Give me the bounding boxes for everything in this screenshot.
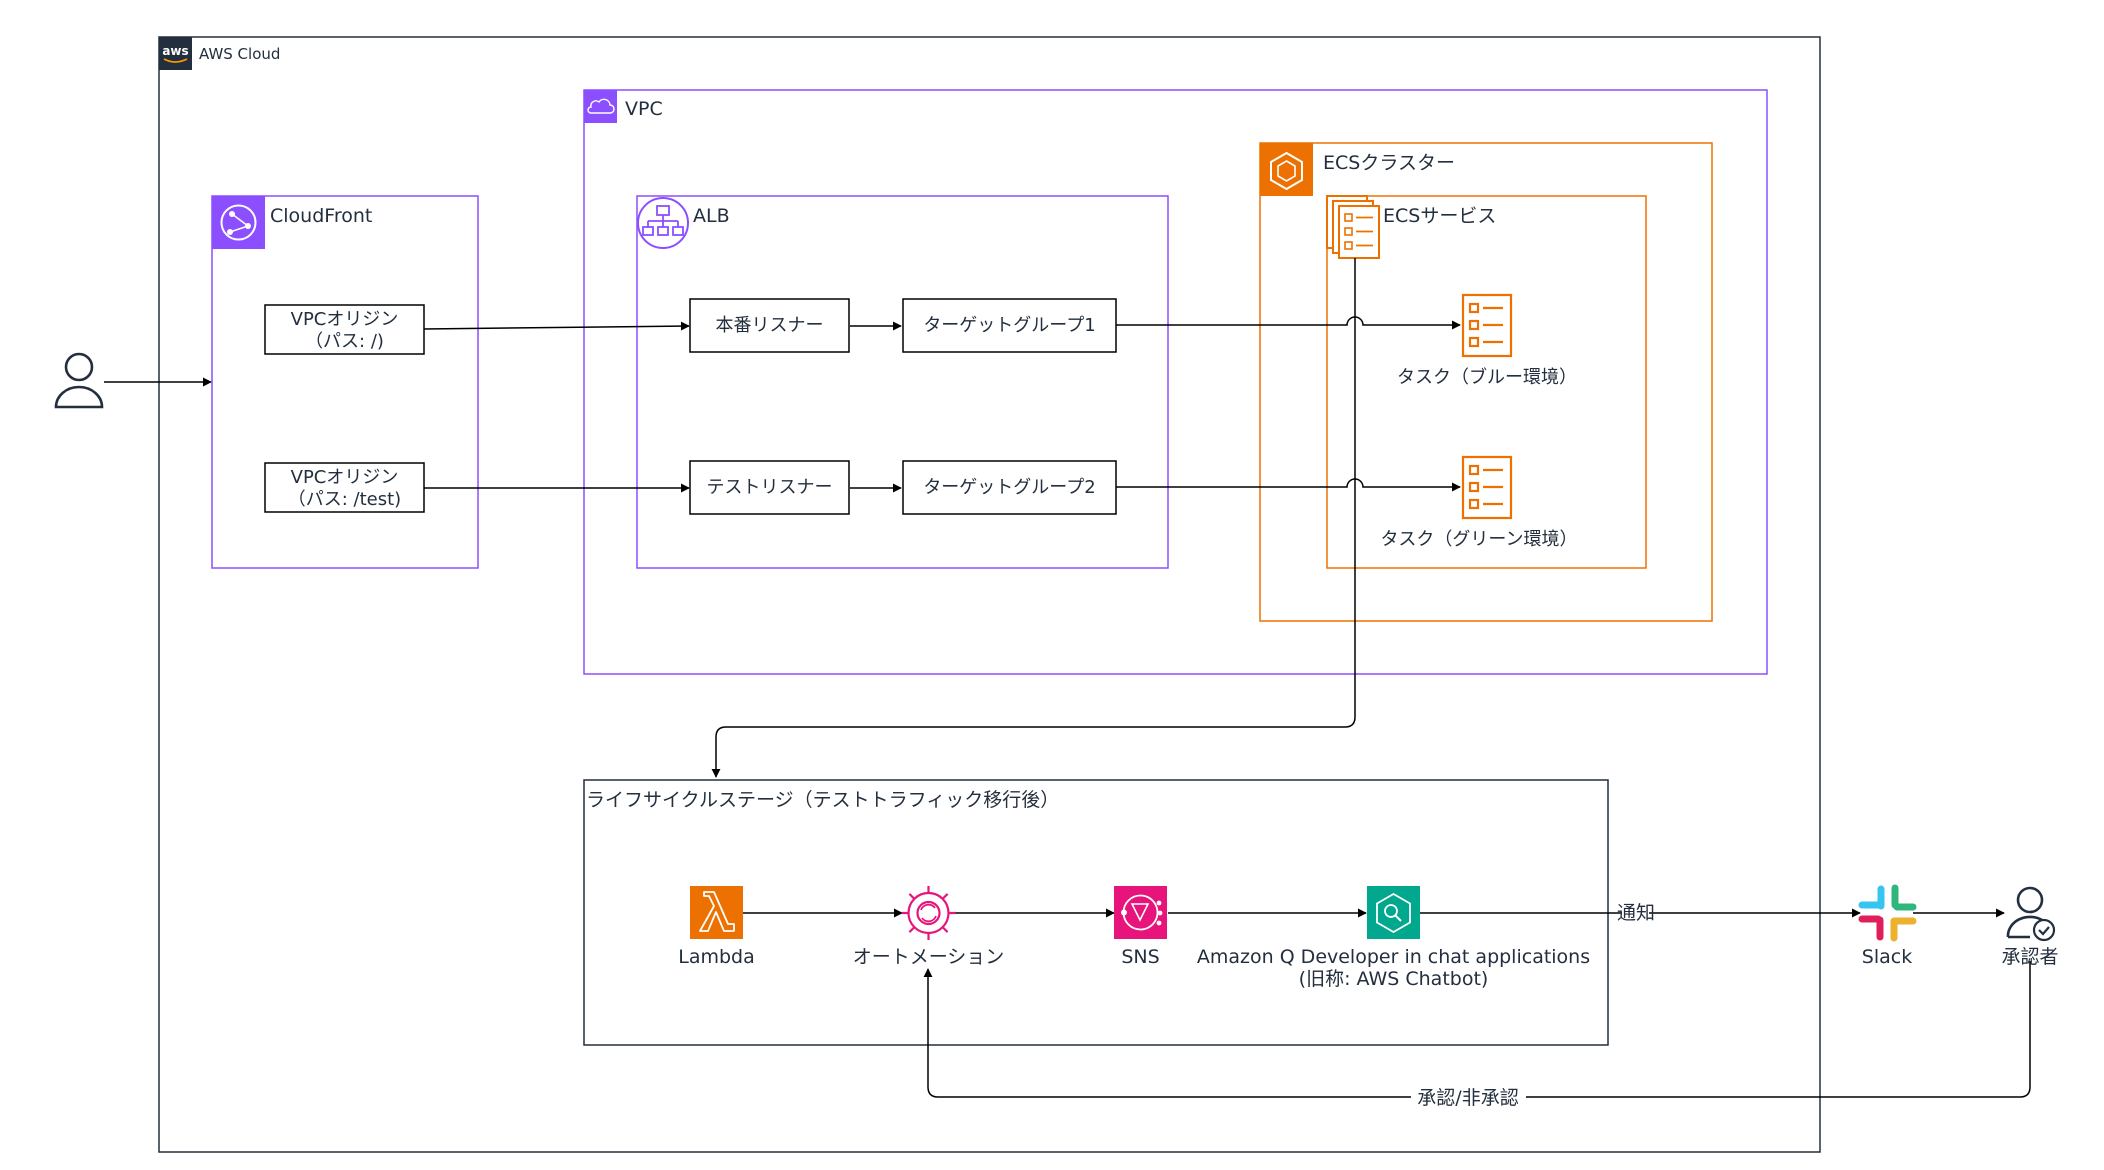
cloudfront-group: CloudFront	[211, 195, 479, 569]
vpc-cloud-icon	[584, 90, 617, 123]
sns-node: SNS	[1114, 886, 1167, 968]
chatbot-node: Amazon Q Developer in chat applications …	[1197, 886, 1590, 990]
tg2-node: ターゲットグループ2	[902, 460, 1117, 515]
svg-text:aws: aws	[162, 44, 188, 58]
alb-group: ALB	[636, 195, 1169, 569]
chatbot-label-line2: (旧称: AWS Chatbot)	[1299, 968, 1489, 990]
origin-prod-node: VPCオリジン （パス: /)	[264, 304, 425, 355]
automation-label: オートメーション	[853, 946, 1005, 968]
vpc-group: VPC	[583, 89, 1768, 675]
origin-prod-line2: （パス: /)	[305, 331, 384, 352]
origin-test-line1: VPCオリジン	[291, 467, 399, 488]
edge-origin-prod-to-listener-prod	[423, 321, 690, 331]
listener-prod-node: 本番リスナー	[689, 298, 850, 353]
ecs-cluster-group: ECSクラスター	[1259, 142, 1713, 622]
listener-prod-label: 本番リスナー	[716, 315, 824, 336]
sns-icon	[1114, 886, 1167, 939]
lambda-icon	[690, 886, 743, 939]
edge-label-approve: 承認/非承認	[1417, 1087, 1518, 1109]
lambda-node: Lambda	[678, 886, 755, 968]
listener-test-node: テストリスナー	[689, 460, 850, 515]
task-green-label: タスク（グリーン環境）	[1380, 529, 1577, 550]
edge-label-notify: 通知	[1617, 902, 1655, 924]
tg1-node: ターゲットグループ1	[902, 298, 1117, 353]
alb-label: ALB	[693, 205, 730, 227]
ecs-service-label: ECSサービス	[1383, 205, 1496, 227]
automation-node: オートメーション	[853, 886, 1005, 968]
task-icon	[1461, 293, 1513, 358]
task-blue-node: タスク（ブルー環境）	[1397, 293, 1577, 388]
chatbot-icon	[1367, 886, 1420, 939]
tg2-label: ターゲットグループ2	[923, 477, 1095, 498]
slack-node: Slack	[1858, 884, 1917, 968]
approver-node: 承認者	[2001, 886, 2059, 968]
origin-test-line2: （パス: /test)	[288, 489, 401, 510]
cloudfront-icon	[212, 196, 265, 249]
aws-logo-icon: aws	[159, 37, 192, 70]
slack-label: Slack	[1862, 946, 1912, 968]
approver-label: 承認者	[2001, 946, 2058, 968]
edge-approver-to-automation	[928, 961, 2031, 1098]
listener-test-label: テストリスナー	[707, 477, 833, 498]
aws-cloud-group: aws AWS Cloud	[158, 36, 1821, 1153]
cloudfront-label: CloudFront	[270, 205, 372, 227]
task-blue-label: タスク（ブルー環境）	[1397, 366, 1577, 388]
edge-ecs-service-to-lifecycle	[711, 258, 1356, 778]
user-icon	[54, 352, 104, 409]
aws-cloud-label: AWS Cloud	[199, 45, 280, 63]
tg1-label: ターゲットグループ1	[923, 315, 1095, 336]
ecs-cluster-label: ECSクラスター	[1323, 152, 1455, 174]
slack-logo-icon	[1858, 884, 1917, 942]
sns-label: SNS	[1121, 946, 1159, 968]
lambda-label: Lambda	[678, 946, 755, 968]
lifecycle-stage-label: ライフサイクルステージ（テストトラフィック移行後）	[586, 789, 1059, 811]
task-icon	[1461, 455, 1513, 520]
approver-user-icon	[2006, 886, 2056, 942]
connectors	[104, 258, 2031, 1098]
origin-test-node: VPCオリジン （パス: /test)	[264, 462, 425, 513]
ecs-cluster-icon	[1260, 143, 1313, 196]
vpc-label: VPC	[625, 98, 663, 120]
automation-gear-icon	[901, 886, 956, 940]
origin-prod-line1: VPCオリジン	[291, 309, 399, 330]
chatbot-label-line1: Amazon Q Developer in chat applications	[1197, 946, 1590, 968]
alb-icon	[637, 197, 689, 249]
task-green-node: タスク（グリーン環境）	[1380, 455, 1578, 550]
ecs-service-icon	[1326, 195, 1380, 259]
ecs-service-group: ECSサービス	[1326, 195, 1647, 569]
